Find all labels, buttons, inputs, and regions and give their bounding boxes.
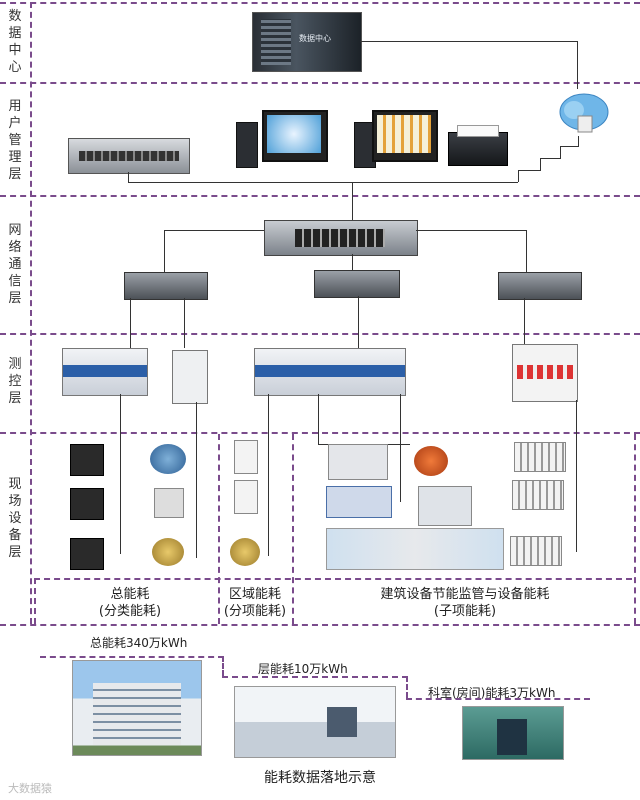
layer-label-network: 网络通信层 <box>8 223 22 306</box>
heat-meter-icon <box>152 538 184 566</box>
field-divider-2 <box>292 434 294 624</box>
datacenter-sign: 数据中心 <box>299 34 331 43</box>
light-fixture-icon-1 <box>514 442 566 472</box>
energy-total-label: 总能耗340万kWh <box>90 636 188 650</box>
water-meter-icon <box>150 444 186 474</box>
footer-title: 能耗数据落地示意 <box>264 770 376 786</box>
energy-line-3 <box>406 698 590 700</box>
pump-system-icon <box>326 528 504 570</box>
divider-field <box>0 624 640 626</box>
energy-meter-icon-2 <box>234 480 258 514</box>
power-meter-icon-3 <box>70 538 104 570</box>
caption-divider <box>34 578 632 580</box>
caption-area: 区域能耗 (分项能耗) <box>223 587 287 619</box>
building-photo <box>72 660 202 756</box>
light-fixture-icon-3 <box>510 536 562 566</box>
ahu-unit-icon <box>328 444 388 480</box>
gas-meter-icon <box>154 488 184 518</box>
layer-label-datacenter: 数据中心 <box>8 9 22 75</box>
caption-total: 总能耗 (分类能耗) <box>98 587 162 619</box>
divider-user <box>0 195 640 197</box>
caption-building: 建筑设备节能监管与设备能耗 (子项能耗) <box>380 587 550 619</box>
controller-module-icon-2 <box>254 348 406 396</box>
field-divider-right <box>634 434 636 624</box>
access-switch-icon-1 <box>124 272 208 300</box>
label-column-divider <box>30 2 32 624</box>
access-switch-icon-3 <box>498 272 582 300</box>
printer-icon <box>448 125 508 166</box>
divider-network <box>0 333 640 335</box>
access-switch-icon-2 <box>314 270 400 298</box>
chiller-unit-icon <box>326 486 392 518</box>
heat-meter-icon-2 <box>230 538 260 566</box>
rack-server-icon <box>68 138 190 174</box>
boiler-unit-icon <box>418 486 472 526</box>
pc-tower-icon-1 <box>236 122 258 168</box>
controller-module-icon-1 <box>62 348 148 396</box>
power-meter-icon-2 <box>70 488 104 520</box>
fan-icon <box>414 446 448 476</box>
room-photo <box>462 706 564 760</box>
layer-label-user: 用户管理层 <box>8 99 22 182</box>
divider-top <box>0 2 640 4</box>
field-divider-1 <box>218 434 220 624</box>
din-meter-icon <box>172 350 208 404</box>
power-meter-icon-1 <box>70 444 104 476</box>
light-fixture-icon-2 <box>512 480 564 510</box>
core-switch-icon <box>264 220 418 256</box>
monitor-icon-1 <box>262 110 328 162</box>
datacenter-image: 数据中心 <box>252 12 362 72</box>
server-rack-graphic <box>261 19 291 65</box>
energy-floor-label: 层能耗10万kWh <box>258 662 348 676</box>
relay-module-icon <box>512 344 578 402</box>
floor-photo <box>234 686 396 758</box>
energy-line-2 <box>222 676 408 678</box>
energy-line-1 <box>40 656 224 658</box>
divider-control <box>0 432 640 434</box>
layer-label-control: 测控层 <box>8 357 22 406</box>
monitor-icon-2 <box>372 110 438 162</box>
energy-room-label: 科室(房间)能耗3万kWh <box>428 686 556 700</box>
watermark: 大数据猿 <box>8 782 52 795</box>
divider-datacenter <box>0 82 640 84</box>
field-divider-left <box>34 578 36 624</box>
layer-label-field: 现场设备层 <box>8 477 22 560</box>
cloud-icon <box>556 88 612 136</box>
energy-meter-icon-1 <box>234 440 258 474</box>
